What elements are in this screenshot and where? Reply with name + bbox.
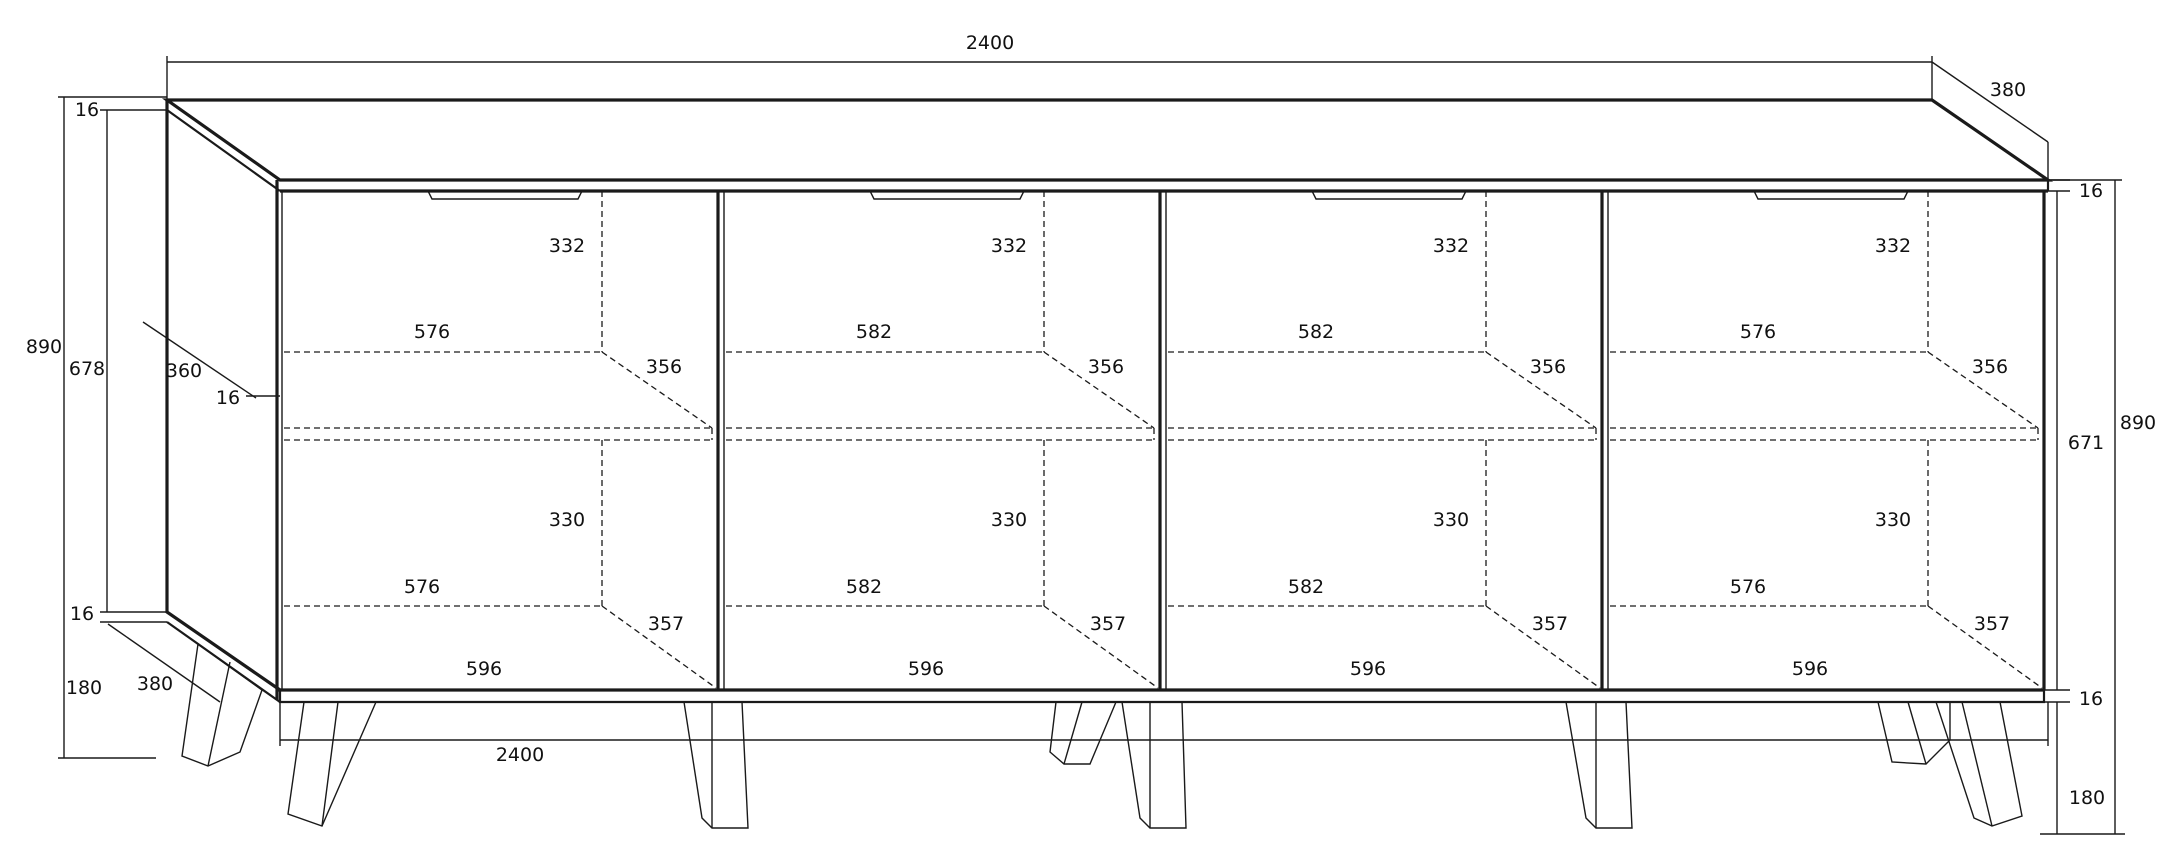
label-total-height-right: 890 — [2120, 412, 2156, 434]
label-leg-height-left: 180 — [66, 677, 102, 699]
label-lower-width-3: 582 — [1288, 576, 1324, 598]
label-upper-height-2: 332 — [991, 235, 1027, 257]
label-upper-width-4: 576 — [1740, 321, 1776, 343]
label-top-thickness-right: 16 — [2079, 180, 2103, 202]
leg-front-1-edge — [321, 701, 339, 827]
label-bottom-thickness-left: 16 — [70, 603, 94, 625]
dim-line-depth — [1931, 61, 2049, 143]
leg-back-3 — [1877, 701, 1951, 765]
label-upper-width-1: 576 — [414, 321, 450, 343]
bottom-depth-diagonal-3 — [1485, 605, 1601, 689]
interior-hidden-lines — [284, 191, 2043, 689]
handle-1 — [426, 190, 584, 200]
left-top-inner — [166, 109, 281, 192]
label-leg-height-right: 180 — [2069, 787, 2105, 809]
leg-front-2 — [683, 701, 749, 829]
label-side-depth-left: 360 — [166, 360, 202, 382]
label-lower-depth-4: 357 — [1974, 613, 2010, 635]
label-side-height-left: 678 — [69, 358, 105, 380]
label-bottom-width-1: 596 — [466, 658, 502, 680]
label-total-height-left: 890 — [26, 336, 62, 358]
label-bottom-width-4: 596 — [1792, 658, 1828, 680]
label-upper-depth-2: 356 — [1088, 356, 1124, 378]
dim-line-leg-depth — [107, 623, 221, 703]
leg-front-5 — [1935, 701, 2023, 827]
top-slab — [161, 98, 2054, 182]
label-bottom-thickness-right: 16 — [2079, 688, 2103, 710]
handle-4 — [1752, 190, 1910, 200]
leg-front-4 — [1565, 701, 1633, 829]
leg-back-1-edge — [207, 661, 231, 767]
label-lower-depth-2: 357 — [1090, 613, 1126, 635]
cabinet-body — [161, 98, 2054, 704]
shelf-depth-diagonal-3 — [1485, 351, 1597, 429]
bottom-depth-diagonal-2 — [1043, 605, 1159, 689]
label-bottom-width-3: 596 — [1350, 658, 1386, 680]
label-upper-width-3: 582 — [1298, 321, 1334, 343]
label-top-thickness-left: 16 — [75, 99, 99, 121]
leg-back-3-edge — [1907, 701, 1927, 765]
bottom-rail — [278, 690, 2046, 704]
dimension-labels: 2400 380 16 671 890 16 180 890 678 16 36… — [26, 32, 2156, 809]
label-lower-height-2: 330 — [991, 509, 1027, 531]
leg-front-1 — [287, 701, 378, 827]
label-upper-height-3: 332 — [1433, 235, 1469, 257]
label-lower-width-2: 582 — [846, 576, 882, 598]
leg-back-1 — [181, 642, 263, 767]
label-lower-height-1: 330 — [549, 509, 585, 531]
bottom-depth-diagonal-1 — [601, 605, 717, 689]
shelf-depth-diagonal-4 — [1927, 351, 2039, 429]
label-interior-height-right: 671 — [2068, 432, 2104, 454]
label-shelf-thickness-left: 16 — [216, 387, 240, 409]
legs — [181, 642, 2023, 829]
label-leg-depth-left: 380 — [137, 673, 173, 695]
label-overall-width-bottom: 2400 — [496, 744, 544, 766]
label-overall-width-top: 2400 — [966, 32, 1014, 54]
label-upper-height-4: 332 — [1875, 235, 1911, 257]
label-lower-height-4: 330 — [1875, 509, 1911, 531]
handle-3 — [1310, 190, 1468, 200]
leg-front-5-edge — [1961, 701, 1993, 827]
shelf-depth-diagonal-2 — [1043, 351, 1155, 429]
label-upper-height-1: 332 — [549, 235, 585, 257]
label-lower-depth-3: 357 — [1532, 613, 1568, 635]
label-lower-height-3: 330 — [1433, 509, 1469, 531]
shelf-depth-diagonal-1 — [601, 351, 713, 429]
leg-back-2 — [1049, 701, 1118, 765]
handle-2 — [868, 190, 1026, 200]
label-bottom-width-2: 596 — [908, 658, 944, 680]
label-upper-width-2: 582 — [856, 321, 892, 343]
dimension-lines — [58, 56, 2125, 835]
bottom-depth-diagonal-4 — [1927, 605, 2043, 689]
dim-line-side-depth — [142, 321, 257, 399]
leg-back-2-edge — [1063, 701, 1083, 765]
leg-front-3 — [1121, 701, 1187, 829]
label-upper-depth-4: 356 — [1972, 356, 2008, 378]
label-upper-depth-3: 356 — [1530, 356, 1566, 378]
compartment-labels: 332 576 356 330 576 357 596 332 582 356 330 582 357 5… — [404, 235, 2010, 680]
label-lower-width-4: 576 — [1730, 576, 1766, 598]
label-upper-depth-1: 356 — [646, 356, 682, 378]
label-lower-depth-1: 357 — [648, 613, 684, 635]
label-overall-depth: 380 — [1990, 79, 2026, 101]
label-lower-width-1: 576 — [404, 576, 440, 598]
